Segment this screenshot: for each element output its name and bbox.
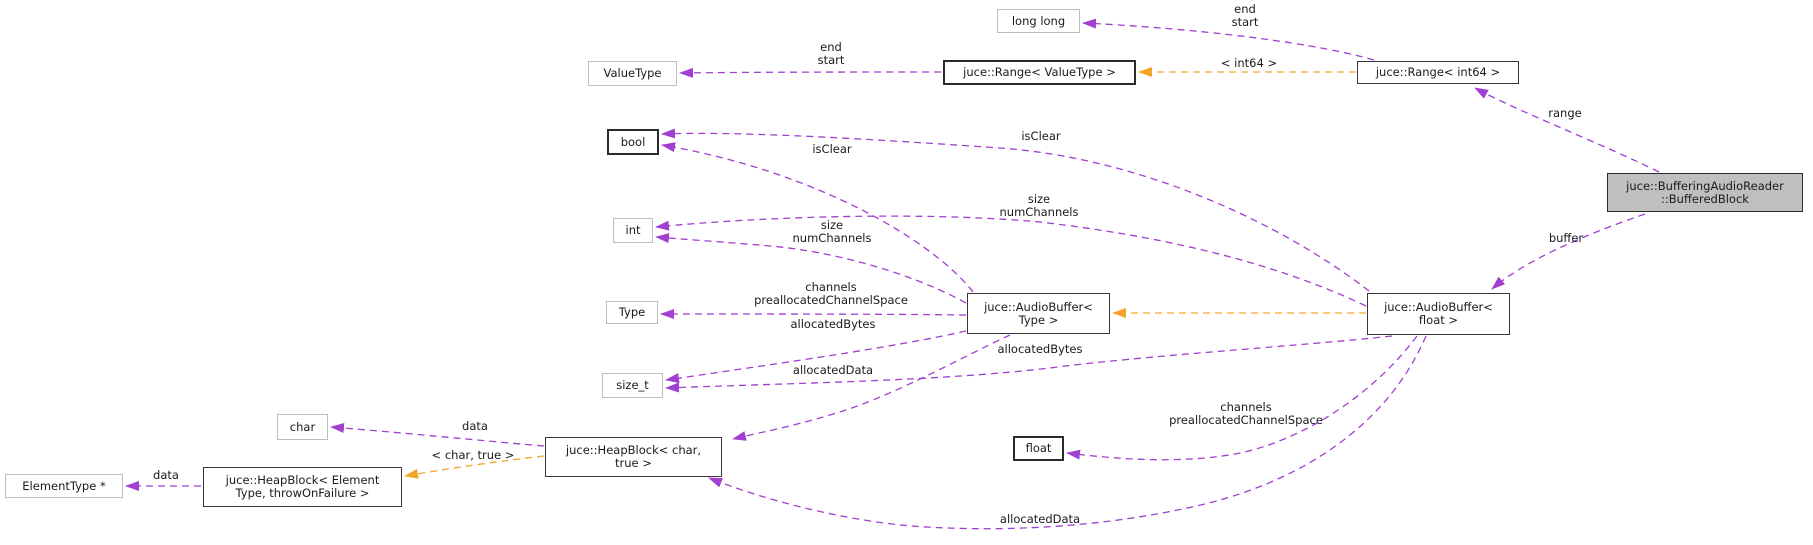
- node-heapblock-elementtype[interactable]: juce::HeapBlock< Element Type, throwOnFa…: [203, 467, 402, 507]
- node-bufferedblock-current: juce::BufferingAudioReader ::BufferedBlo…: [1607, 173, 1803, 212]
- edge-label-allocateddata-float: allocatedData: [999, 512, 1081, 526]
- edge-size-numchannels-from-float: [655, 215, 1367, 307]
- node-elementtype-ptr: ElementType *: [5, 474, 123, 498]
- edge-label-allocatedbytes-type: allocatedBytes: [790, 317, 876, 331]
- node-long-long: long long: [997, 9, 1080, 33]
- node-range-valuetype[interactable]: juce::Range< ValueType >: [943, 60, 1136, 85]
- node-type: Type: [606, 301, 658, 324]
- edge-label-data-element: data: [153, 468, 179, 482]
- edge-range: [1474, 87, 1660, 173]
- node-size-t: size_t: [602, 373, 663, 398]
- edge-label-end-start-top: end start: [1231, 2, 1259, 29]
- edge-allocateddata-from-type: [732, 334, 1011, 441]
- edge-label-isclear-float: isClear: [1021, 129, 1061, 143]
- edge-label-end-start-left: end start: [817, 40, 845, 67]
- edge-allocatedbytes-from-type: [665, 330, 967, 384]
- node-audiobuffer-type[interactable]: juce::AudioBuffer< Type >: [967, 293, 1110, 334]
- edge-label-channels-prealloc-type: channels preallocatedChannelSpace: [754, 280, 908, 307]
- node-char: char: [277, 414, 328, 440]
- node-valuetype: ValueType: [588, 61, 677, 86]
- edge-channels-prealloc-to-type: [660, 309, 967, 320]
- edge-label-isclear-type: isClear: [812, 142, 852, 156]
- edge-buffer: [1491, 213, 1646, 290]
- edge-allocateddata-from-float: [708, 335, 1427, 530]
- node-bool: bool: [607, 129, 659, 155]
- edge-template-char-true: [404, 455, 545, 479]
- edge-channels-prealloc-to-float: [1066, 335, 1418, 461]
- edge-label-data-char: data: [462, 419, 488, 433]
- edge-label-allocateddata-type: allocatedData: [792, 363, 874, 377]
- node-float: float: [1013, 436, 1064, 461]
- edge-data-to-char: [330, 423, 545, 447]
- edge-allocatedbytes-from-float: [665, 335, 1393, 393]
- edge-end-start-to-long-long: [1082, 18, 1375, 61]
- edge-label-allocatedbytes-float: allocatedBytes: [997, 342, 1083, 356]
- edge-label-template-char-true: < char, true >: [431, 448, 515, 462]
- edge-label-channels-prealloc-float: channels preallocatedChannelSpace: [1169, 400, 1323, 427]
- node-range-int64[interactable]: juce::Range< int64 >: [1357, 61, 1519, 84]
- edge-label-size-numchannels-type: size numChannels: [792, 218, 872, 245]
- edge-label-buffer: buffer: [1548, 231, 1584, 245]
- node-audiobuffer-float[interactable]: juce::AudioBuffer< float >: [1367, 293, 1510, 335]
- edge-end-start-to-valuetype: [679, 67, 942, 78]
- edge-isclear-from-float: [661, 128, 1370, 292]
- node-heapblock-char-true[interactable]: juce::HeapBlock< char, true >: [545, 437, 722, 477]
- node-int: int: [613, 218, 653, 243]
- edge-size-numchannels-from-type: [655, 233, 967, 304]
- edge-label-template-int64: < int64 >: [1220, 56, 1278, 70]
- edge-label-size-numchannels-float: size numChannels: [999, 192, 1079, 219]
- edge-isclear-from-type: [661, 142, 974, 293]
- edge-label-range: range: [1548, 106, 1582, 120]
